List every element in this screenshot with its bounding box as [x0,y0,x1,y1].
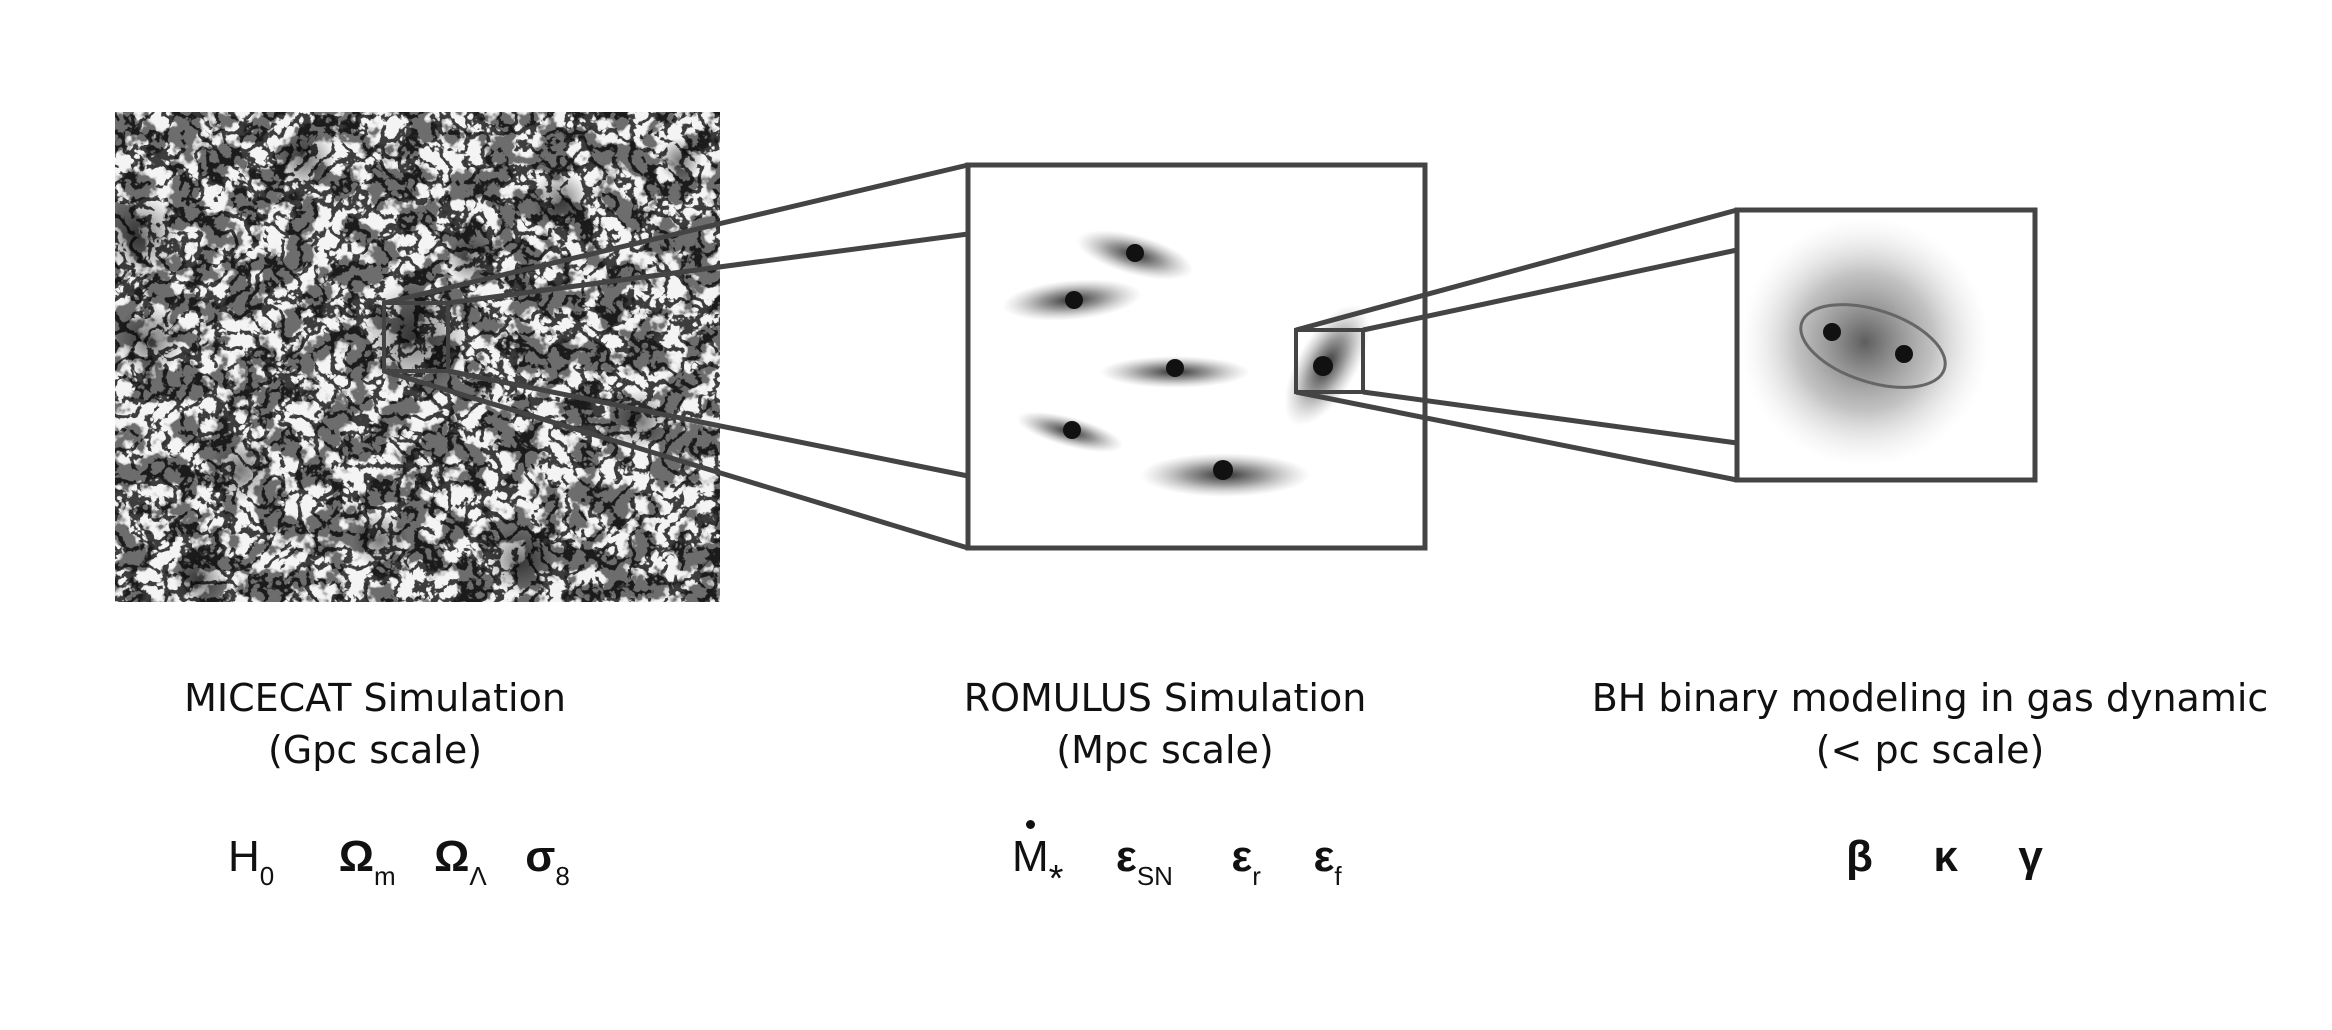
web-hub [486,526,554,594]
black-hole-dot [1313,356,1333,376]
binary-orbit-ellipse [1799,303,1947,389]
black-hole-dot [1166,359,1184,377]
black-hole-dot [1213,460,1233,480]
black-hole-dot [1063,421,1081,439]
black-hole-dot [1823,323,1841,341]
panel3-title: BH binary modeling in gas dynamic (< pc … [1570,672,2290,776]
panel2-title-line2: (Mpc scale) [1056,728,1274,772]
panel1-title-line1: MICECAT Simulation [184,676,566,720]
web-hub [658,138,702,182]
black-hole-dot [1895,345,1913,363]
black-hole-dot [1065,291,1083,309]
panel2-title-line1: ROMULUS Simulation [963,676,1367,720]
web-hub [208,438,272,502]
panel3-title-line1: BH binary modeling in gas dynamic [1591,676,2269,720]
panel1-title-line2: (Gpc scale) [267,728,483,772]
zoom-box-1 [382,301,450,373]
panel2-title: ROMULUS Simulation (Mpc scale) [900,672,1430,776]
panel2-params: M* εSN εr εf [1012,820,1342,901]
panel3-title-line2: (< pc scale) [1815,728,2045,772]
param-sigma-8: σ8 [525,832,570,891]
zoom-connector-1 [383,162,969,551]
param-eps-r: εr [1231,832,1261,891]
zoom-connector-2 [1295,207,1738,483]
param-gamma: γ [2018,832,2043,881]
web-hub [532,172,588,228]
black-hole-dot [1126,244,1144,262]
param-kappa: κ [1933,832,1958,881]
cosmic-web-image [115,112,720,602]
param-beta: β [1846,832,1873,881]
panel3-params: β κ γ [1846,832,2043,882]
galaxy-group [1002,230,1370,497]
web-hub [446,236,494,284]
param-mdot-star: M* [1012,820,1064,900]
web-hub [174,554,226,602]
param-h0: H0 [228,832,275,891]
param-eps-f: εf [1313,832,1342,891]
web-hub [360,282,470,392]
web-hub [115,195,180,275]
web-hub [352,512,408,568]
panel1-title: MICECAT Simulation (Gpc scale) [110,672,640,776]
gas-cloud [1740,217,1990,467]
web-hub [275,130,335,190]
panel1-params: H0 Ωm ΩΛ σ8 [228,832,570,892]
param-eps-sn: εSN [1115,832,1173,891]
param-omega-m: Ωm [338,832,396,891]
param-omega-lambda: ΩΛ [434,832,487,891]
zoom-box-2 [1294,328,1365,394]
web-hub [115,305,185,375]
